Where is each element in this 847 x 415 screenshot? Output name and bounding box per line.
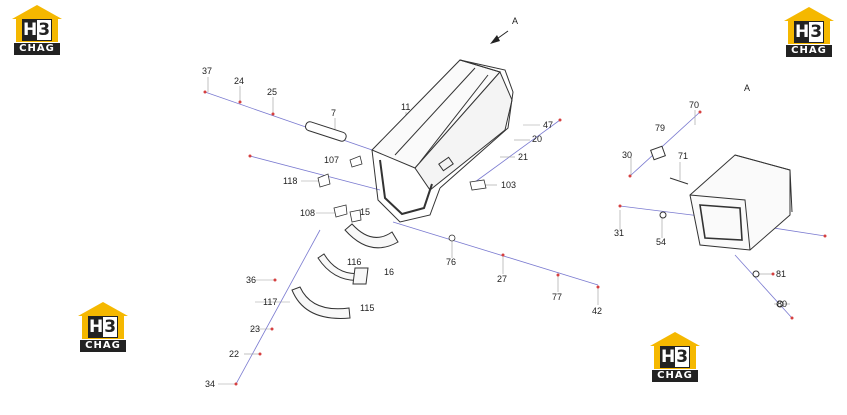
callout-34: 34 [205,379,215,389]
wear-pads [291,223,399,319]
view-label-detail: A [744,83,750,93]
callout-80: 80 [777,299,787,309]
brand-logo-watermark: H3 CHAG [74,302,132,354]
callout-23: 23 [250,324,260,334]
brand-logo-watermark: H3 CHAG [780,7,838,59]
callout-116: 116 [347,257,361,267]
callout-15: 15 [360,207,370,217]
callout-42: 42 [592,306,602,316]
callout-25: 25 [267,87,277,97]
leader-lines [204,91,826,385]
callout-11: 11 [401,102,410,112]
view-label-main: A [512,16,518,26]
callout-30: 30 [622,150,632,160]
callout-118: 118 [283,176,297,186]
callout-117: 117 [263,297,277,307]
callout-103: 103 [501,180,516,190]
callout-77: 77 [552,292,562,302]
callout-79: 79 [655,123,665,133]
callout-7: 7 [331,108,336,118]
callout-20: 20 [532,134,542,144]
callout-115: 115 [360,303,374,313]
view-arrow [490,30,509,44]
callout-108: 108 [300,208,315,218]
callout-70: 70 [689,100,699,110]
callout-71: 71 [678,151,688,161]
callout-47: 47 [543,120,553,130]
callout-36: 36 [246,275,256,285]
end-points [203,90,827,386]
pin-7 [305,121,347,142]
callout-31: 31 [614,228,624,238]
detail-assembly [650,145,793,308]
callout-21: 21 [518,152,528,162]
callout-37: 37 [202,66,212,76]
callout-107: 107 [324,155,339,165]
callout-leaders [207,77,790,385]
callout-54: 54 [656,237,666,247]
callout-81: 81 [776,269,786,279]
brackets [317,155,487,242]
boom-body [371,59,514,223]
callout-76: 76 [446,257,456,267]
callout-labels: 37 24 25 7 11 107 118 108 15 36 116 16 1… [202,66,787,389]
brand-logo-watermark: H3 CHAG [8,5,66,57]
callout-24: 24 [234,76,244,86]
callout-27: 27 [497,274,507,284]
callout-22: 22 [229,349,239,359]
callout-16: 16 [384,267,394,277]
brand-logo-watermark: H3 CHAG [646,332,704,384]
